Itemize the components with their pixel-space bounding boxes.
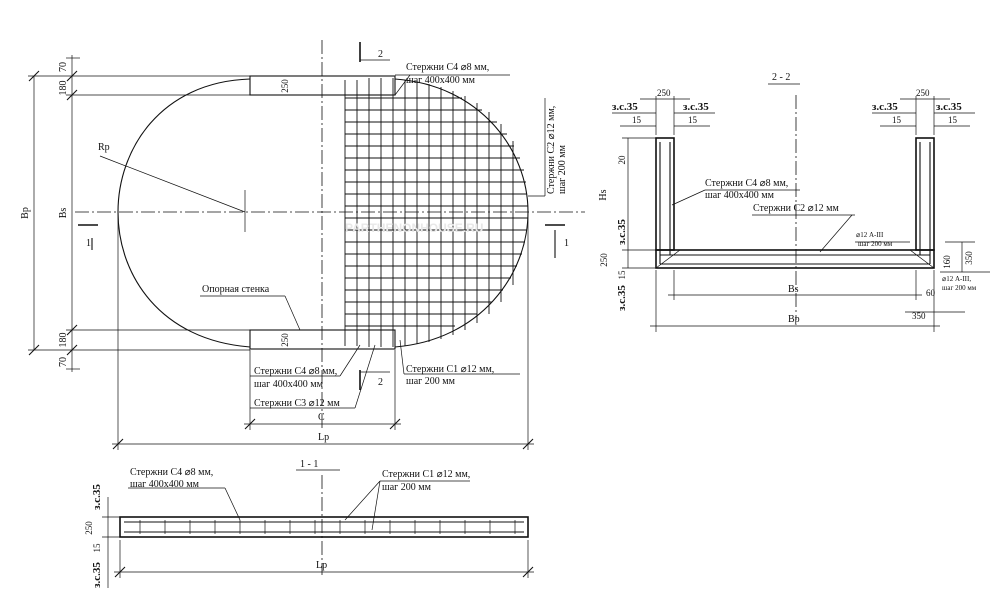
label-lp-plan: Lр	[318, 432, 329, 443]
s22-dim-15-b: 15	[688, 115, 698, 125]
s22-rebar-a3-1: ⌀12 А-III	[856, 231, 884, 239]
plan-view: 70 180 180 70 Bр Bs 250 250	[20, 40, 585, 450]
section-11-rods	[139, 520, 516, 534]
s11-zs35-bottom: з.с.35	[91, 562, 103, 588]
s22-callout-c2: Стержни С2 ⌀12 мм	[753, 203, 839, 214]
callout-rods-c4-bottom-2: шаг 400x400 мм	[254, 379, 324, 390]
callout-rods-c3: Стержни С3 ⌀12 мм	[254, 398, 340, 409]
watermark: PARTHENONHOUSE.RU	[345, 221, 483, 235]
label-rp: Rр	[98, 142, 110, 153]
callout-rods-c4-top-2: шаг 400x400 мм	[406, 75, 476, 86]
s11-callout-c4-1: Стержни С4 ⌀8 мм,	[130, 467, 213, 478]
s22-rebar-a3-2-step: шаг 200 мм	[942, 284, 977, 292]
s22-dim-350-vert: 350	[964, 251, 974, 265]
label-bp-plan: Bр	[20, 207, 31, 219]
reinforcement-grid	[344, 78, 528, 347]
section-2-bottom: 2	[378, 377, 383, 388]
s22-dim-60: 60	[926, 288, 936, 298]
s22-zs35-a: з.с.35	[612, 101, 638, 113]
s11-label-lp: Lр	[316, 560, 327, 571]
s22-dim-15-d: 15	[948, 115, 958, 125]
s22-label-hs: Hs	[598, 189, 609, 200]
callout-rods-c2-1: Стержни С2 ⌀12 мм,	[546, 106, 557, 194]
s11-callout-c1-2: шаг 200 мм	[382, 482, 432, 493]
s22-zs35-bottom: з.с.35	[616, 285, 628, 311]
s22-dim-20: 20	[617, 155, 627, 165]
label-bs-plan: Bs	[58, 208, 69, 219]
s22-dim-15-a: 15	[632, 115, 642, 125]
dim-250-bottom-wall: 250	[280, 333, 290, 347]
s22-zs35-b: з.с.35	[683, 101, 709, 113]
s22-zs35-c: з.с.35	[872, 101, 898, 113]
dim-180-bottom: 180	[58, 333, 69, 348]
s22-dim-350-horz: 350	[912, 311, 926, 321]
callout-rods-c1-2: шаг 200 мм	[406, 376, 456, 387]
callout-rods-c4-bottom-1: Стержни С4 ⌀8 мм,	[254, 366, 337, 377]
s11-zs35-top: з.с.35	[91, 484, 103, 510]
s22-dim-250-right: 250	[916, 88, 930, 98]
callout-rods-c1-1: Стержни С1 ⌀12 мм,	[406, 364, 494, 375]
s22-label-bp: Bр	[788, 314, 800, 325]
section-22-title: 2 - 2	[772, 72, 790, 83]
dim-250-top-wall: 250	[280, 79, 290, 93]
s22-dim-250-side: 250	[599, 253, 609, 267]
s22-dim-250-left: 250	[657, 88, 671, 98]
dim-70-top: 70	[58, 62, 69, 72]
s22-rebar-a3-1-step: шаг 200 мм	[858, 240, 893, 248]
dim-70-bottom: 70	[58, 357, 69, 367]
label-c: C	[318, 412, 325, 423]
s11-callout-c4-2: шаг 400x400 мм	[130, 479, 200, 490]
s11-dim-250: 250	[84, 521, 94, 535]
s22-dim-15-side: 15	[617, 270, 627, 280]
s11-dim-15: 15	[92, 543, 102, 553]
s22-callout-c4-1: Стержни С4 ⌀8 мм,	[705, 178, 788, 189]
s11-callout-c1-1: Стержни С1 ⌀12 мм,	[382, 469, 470, 480]
s22-dim-160: 160	[942, 255, 952, 269]
callout-support-wall: Опорная стенка	[202, 284, 270, 295]
section-2-2: 2 - 2 250 250 з.с.35 з.с.35 з.с.35 з.с.3…	[598, 72, 990, 332]
s22-rebar-a3-2: ⌀12 А-III,	[942, 275, 971, 283]
section-1-left: 1	[86, 238, 91, 249]
callout-rods-c2-2: шаг 200 мм	[557, 144, 568, 194]
s22-callout-c4-2: шаг 400x400 мм	[705, 190, 775, 201]
s22-dim-15-c: 15	[892, 115, 902, 125]
s22-zs35-side: з.с.35	[616, 219, 628, 245]
s22-label-bs: Bs	[788, 284, 799, 295]
section-11-title: 1 - 1	[300, 459, 318, 470]
dim-180-top: 180	[58, 81, 69, 96]
callout-rods-c4-top-1: Стержни С4 ⌀8 мм,	[406, 62, 489, 73]
section-1-1: 1 - 1 Стержни С4 ⌀8 мм, шаг	[84, 459, 534, 588]
section-1-right: 1	[564, 238, 569, 249]
section-2-top: 2	[378, 49, 383, 60]
s22-zs35-d: з.с.35	[936, 101, 962, 113]
